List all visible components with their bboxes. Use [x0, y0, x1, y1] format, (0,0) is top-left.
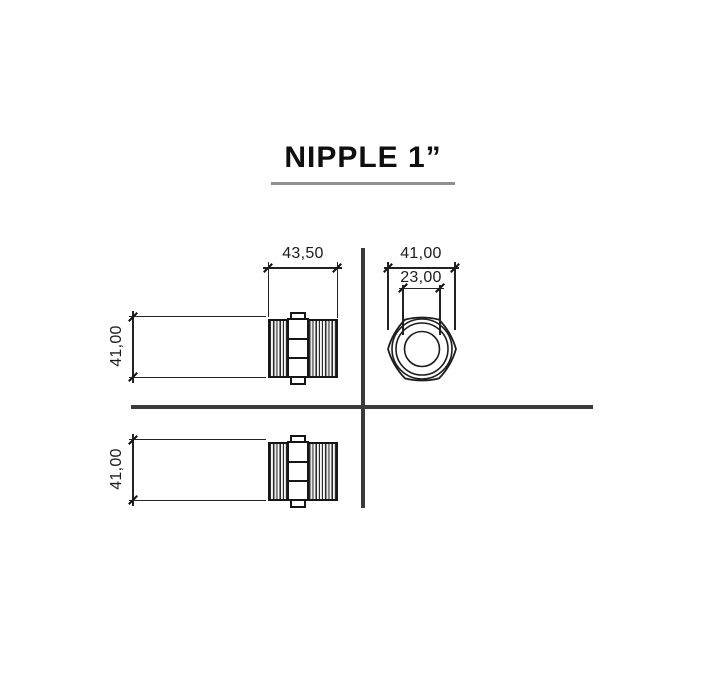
extension-line — [129, 316, 266, 318]
dimension-line — [132, 311, 134, 383]
top-view-right-thread — [306, 319, 338, 378]
bottom-view-left-thread — [268, 442, 290, 501]
top-view-hex-nut — [287, 318, 309, 378]
extension-line — [402, 285, 404, 335]
dimension-label-side-width: 43,50 — [282, 245, 324, 262]
dimension-label-end-outer: 41,00 — [400, 245, 442, 262]
vertical-axis-line — [361, 248, 365, 508]
title-underline — [271, 182, 455, 185]
dimension-line — [399, 287, 444, 289]
top-view-hex-facet-line — [289, 338, 307, 340]
extension-line — [129, 439, 266, 441]
dimension-label-end-inner: 23,00 — [400, 269, 442, 286]
bottom-view-hex-nut — [287, 441, 309, 501]
top-view-hex-facet-line — [289, 357, 307, 359]
bore-circle — [403, 330, 441, 368]
extension-line — [129, 500, 266, 502]
thread-outer-circle — [391, 318, 453, 380]
end-view-drawing — [387, 316, 457, 382]
hex-outline — [387, 316, 457, 382]
extension-line — [454, 262, 456, 330]
dimension-label-side-height-bottom: 41,00 — [108, 448, 125, 490]
extension-line — [267, 262, 269, 317]
bottom-view-hex-facet-line — [289, 480, 307, 482]
extension-line — [439, 285, 441, 335]
extension-line — [387, 262, 389, 330]
page-title: NIPPLE 1” — [284, 141, 442, 174]
thread-inner-circle — [395, 322, 449, 376]
dimension-line — [263, 267, 342, 269]
bottom-view-hex-facet-line — [289, 461, 307, 463]
dimension-label-side-height-top: 41,00 — [108, 325, 125, 367]
dimension-line — [132, 434, 134, 506]
extension-line — [129, 377, 266, 379]
top-view-left-thread — [268, 319, 290, 378]
dimension-line — [384, 267, 459, 269]
bottom-view-right-thread — [306, 442, 338, 501]
extension-line — [336, 262, 338, 318]
